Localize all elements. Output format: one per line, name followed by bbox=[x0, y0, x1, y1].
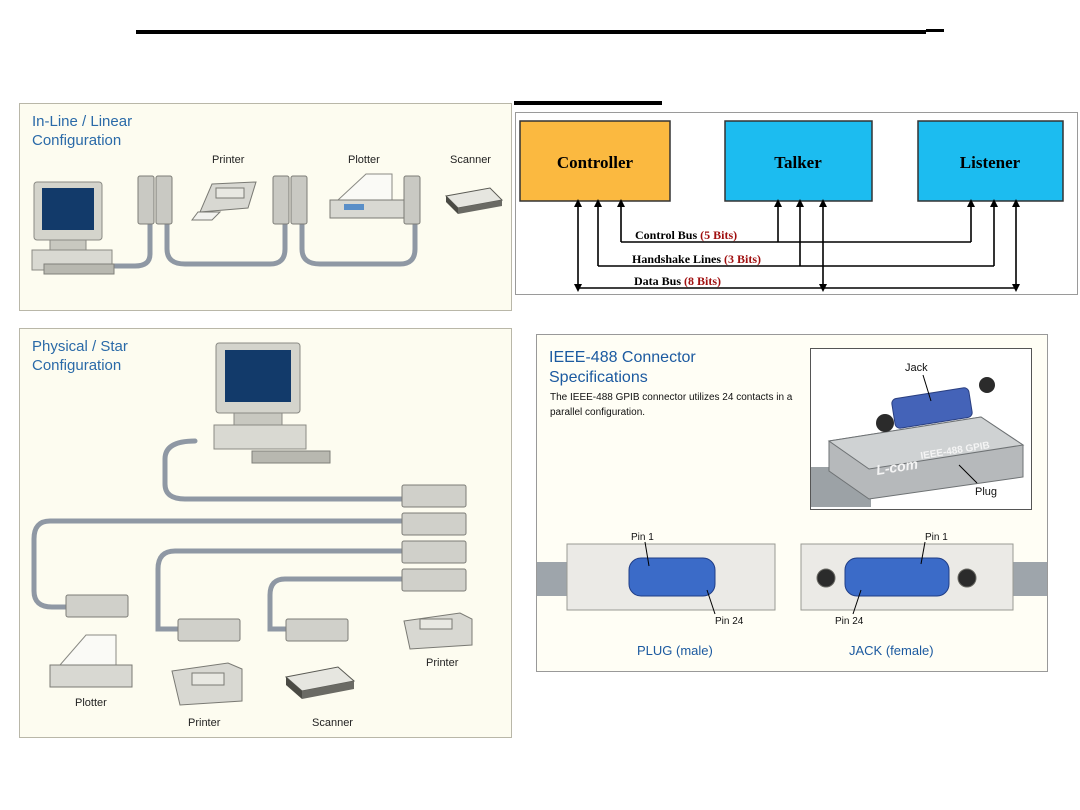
jack-caption: JACK (female) bbox=[849, 643, 934, 658]
star-scanner-icon bbox=[284, 666, 356, 699]
talker-label: Talker bbox=[774, 153, 822, 172]
star-computer-icon bbox=[213, 342, 331, 464]
bus-lines bbox=[574, 199, 1020, 292]
connector-photo: Jack Plug L-com IEEE-488 GPIB bbox=[810, 348, 1032, 510]
plug-photo-label: Plug bbox=[975, 486, 997, 498]
scanner-icon bbox=[444, 187, 504, 214]
jack-pin1-label: Pin 1 bbox=[925, 532, 948, 543]
diagram-rule bbox=[514, 101, 662, 105]
plug-pin24-label: Pin 24 bbox=[715, 616, 744, 627]
inline-configuration-panel: In-Line / Linear Configuration Printer P… bbox=[19, 103, 512, 311]
star-printer-label: Printer bbox=[188, 717, 221, 729]
listener-box bbox=[917, 120, 1064, 202]
controller-label: Controller bbox=[557, 153, 634, 172]
computer-icon bbox=[31, 181, 115, 275]
listener-label: Listener bbox=[960, 153, 1021, 172]
star-configuration-panel: Physical / Star Configuration Plotter Pr… bbox=[19, 328, 512, 738]
jack-pin24-label: Pin 24 bbox=[835, 616, 864, 627]
inline-printer-label: Printer bbox=[212, 154, 245, 166]
talker-box bbox=[724, 120, 873, 202]
inline-illustration bbox=[31, 173, 504, 275]
jack-connector bbox=[844, 557, 950, 597]
star-printer-right-icon bbox=[403, 612, 473, 650]
star-printer-right-label: Printer bbox=[426, 657, 459, 669]
bus-diagram-svg: Controller Talker Listener Control Bus (… bbox=[519, 120, 1064, 292]
gpib-connector-icon bbox=[137, 175, 421, 225]
handshake-lines-label: Handshake Lines (3 Bits) bbox=[632, 252, 761, 266]
star-plotter-label: Plotter bbox=[75, 697, 107, 709]
brand-label: L-com bbox=[875, 456, 919, 478]
top-rule bbox=[136, 30, 926, 34]
star-scanner-label: Scanner bbox=[312, 717, 353, 729]
plug-caption: PLUG (male) bbox=[637, 643, 713, 658]
inline-plotter-label: Plotter bbox=[348, 154, 380, 166]
inline-scanner-label: Scanner bbox=[450, 154, 491, 166]
spec-description: The IEEE-488 GPIB connector utilizes 24 … bbox=[550, 392, 793, 418]
top-rule-end bbox=[926, 29, 944, 32]
control-bus-label: Control Bus (5 Bits) bbox=[635, 228, 737, 242]
star-illustration bbox=[31, 342, 473, 706]
printer-icon bbox=[191, 181, 257, 221]
inline-panel-title: In-Line / Linear Configuration bbox=[32, 113, 133, 149]
data-bus-label: Data Bus (8 Bits) bbox=[634, 274, 721, 288]
star-plotter-icon bbox=[49, 634, 133, 688]
spec-title: IEEE-488 Connector Specifications bbox=[549, 349, 696, 386]
plotter-icon bbox=[329, 173, 405, 219]
star-printer-icon bbox=[171, 662, 243, 706]
connector-stack-icon bbox=[65, 484, 467, 642]
plug-connector bbox=[628, 557, 716, 597]
jack-photo-label: Jack bbox=[905, 362, 928, 374]
star-panel-title: Physical / Star Configuration bbox=[32, 338, 128, 374]
bus-diagram: Controller Talker Listener Control Bus (… bbox=[515, 112, 1078, 295]
connector-photo-svg: Jack Plug L-com IEEE-488 GPIB bbox=[811, 362, 1025, 507]
plug-pin1-label: Pin 1 bbox=[631, 532, 654, 543]
connector-spec-panel: IEEE-488 Connector Specifications The IE… bbox=[536, 334, 1048, 672]
inline-cables bbox=[112, 219, 418, 269]
plug-jack-illustration: Pin 1 Pin 24 Pin 1 Pin 24 bbox=[537, 532, 1047, 627]
star-cables bbox=[31, 438, 408, 632]
controller-box bbox=[519, 120, 671, 202]
